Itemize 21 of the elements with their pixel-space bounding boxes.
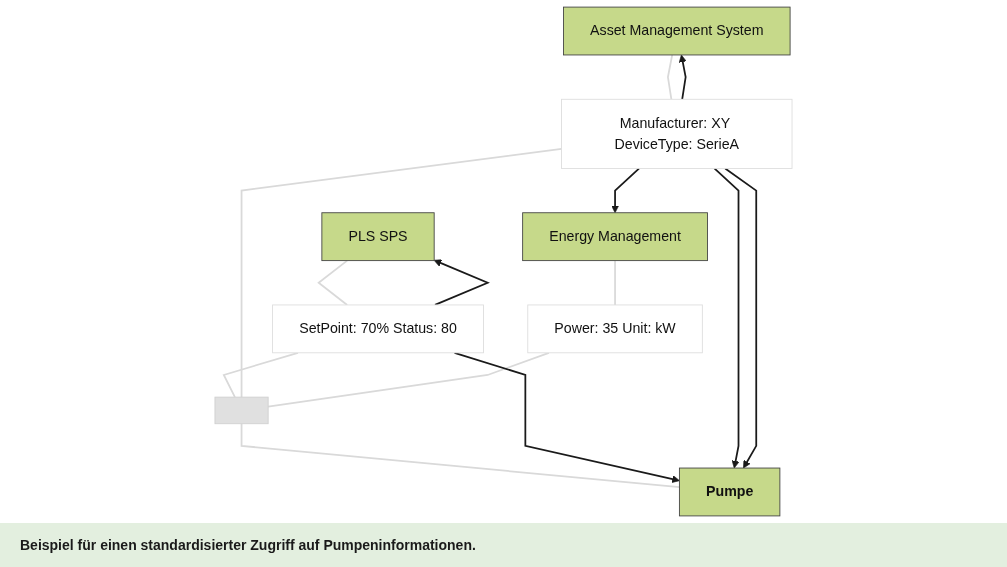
connector (240, 422, 681, 489)
node-box: Asset Management System (563, 6, 791, 56)
connector (614, 259, 616, 306)
node-box: Energy Management (522, 212, 708, 262)
node-box: Pumpe (678, 467, 781, 517)
arrow (713, 167, 740, 469)
arrow (611, 167, 641, 214)
arrow (678, 54, 687, 101)
arrow (724, 167, 758, 469)
node-bar (214, 396, 269, 425)
arrow (453, 351, 680, 483)
connector (240, 148, 563, 398)
node-box: SetPoint: 70% Status: 80 (272, 304, 484, 354)
caption: Beispiel für einen standardisierter Zugriff auf Pumpeninformationen. (0, 523, 1007, 567)
node-box: Manufacturer: XY DeviceType: SerieA (561, 98, 793, 169)
node-box: PLS SPS (321, 212, 435, 262)
arrow (433, 259, 490, 306)
connector (667, 54, 674, 101)
connector (222, 351, 299, 398)
connector (267, 351, 550, 408)
node-box: Power: 35 Unit: kW (527, 304, 703, 354)
